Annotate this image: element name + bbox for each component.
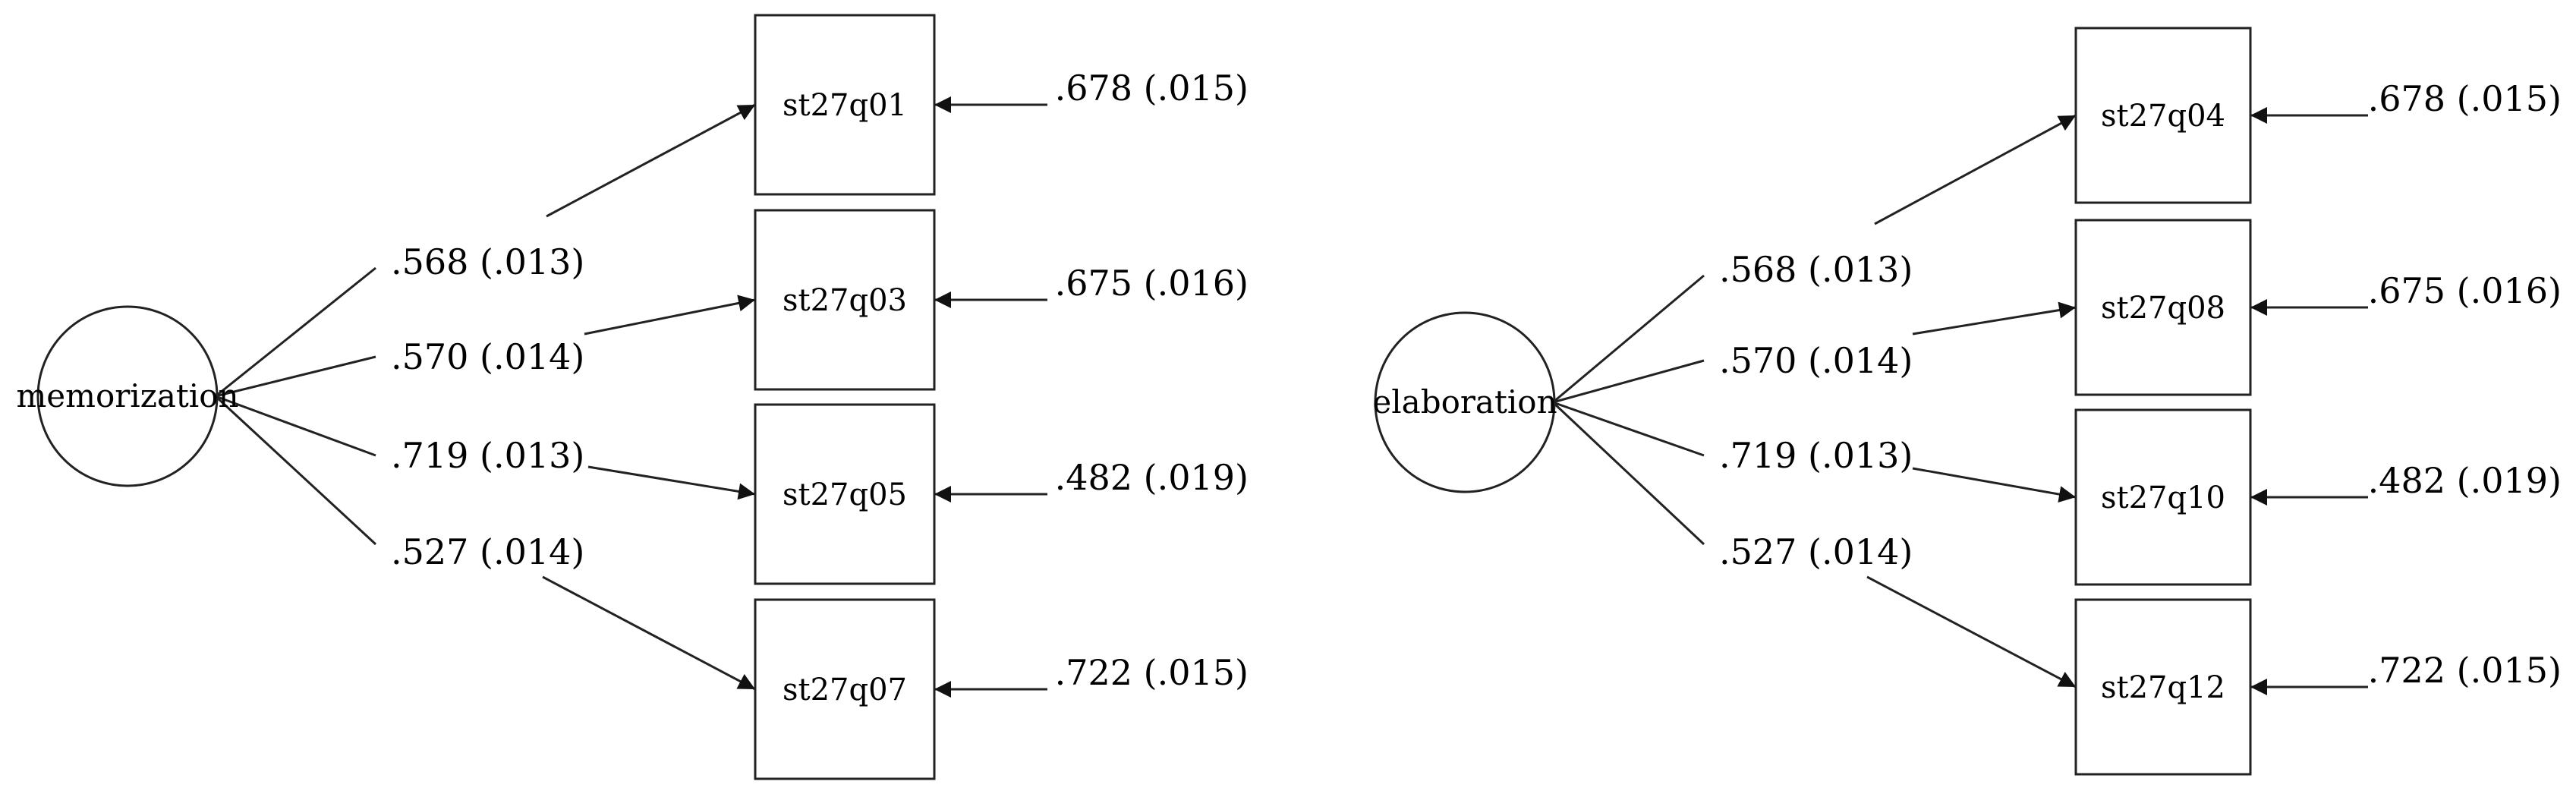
loading-label: .527 (.014)	[1719, 531, 1913, 572]
residual-label: .678 (.015)	[2368, 78, 2562, 119]
indicator-label: st27q05	[783, 477, 907, 512]
indicator-box-st27q01	[754, 14, 936, 196]
indicator-label: st27q08	[2101, 291, 2225, 326]
model-memorization: memorization st27q01 .568 (.013) .678 (.015…	[16, 14, 1249, 780]
residual-label: .722 (.015)	[2368, 650, 2562, 691]
residual-label: .675 (.016)	[1055, 263, 1249, 304]
loading-path-st27q05-lower	[215, 395, 376, 457]
loading-path-st27q07-lower	[214, 395, 377, 546]
loading-path-st27q01-lower	[215, 266, 376, 398]
residual-label: .482 (.019)	[2368, 460, 2562, 501]
loading-label: .570 (.014)	[391, 336, 584, 377]
latent-label: memorization	[16, 377, 238, 414]
indicator-label: st27q12	[2101, 670, 2225, 705]
loading-label: .719 (.013)	[1719, 435, 1913, 476]
residual-label: .675 (.016)	[2368, 270, 2562, 311]
loading-path-st27q10-lower	[1552, 401, 1705, 457]
indicator-box-st27q04	[2074, 27, 2252, 204]
indicator-box-st27q05	[754, 403, 936, 585]
residual-label: .722 (.015)	[1055, 652, 1249, 693]
residual-label: .678 (.015)	[1055, 68, 1249, 109]
model-elaboration: elaboration st27q04 .568 (.013) .678 (.015)…	[1372, 27, 2562, 776]
loading-label: .568 (.013)	[391, 241, 584, 282]
indicator-label: st27q10	[2101, 480, 2225, 515]
loading-path-st27q04-lower	[1552, 274, 1705, 404]
indicator-label: st27q04	[2101, 99, 2225, 134]
indicator-label: st27q03	[783, 283, 907, 318]
indicator-box-st27q07	[754, 598, 936, 780]
loading-arrow-st27q04	[1874, 114, 2077, 225]
loading-label: .527 (.014)	[391, 531, 584, 572]
indicator-box-st27q10	[2074, 408, 2252, 586]
loading-arrow-st27q12	[1866, 575, 2077, 688]
loading-label: .570 (.014)	[1719, 340, 1913, 381]
indicator-label: st27q01	[783, 88, 907, 123]
loading-path-st27q12-lower	[1551, 401, 1705, 546]
indicator-label: st27q07	[783, 673, 907, 707]
latent-node-memorization	[36, 305, 219, 487]
loading-arrow-st27q08	[1912, 301, 2077, 336]
loading-arrow-st27q05	[587, 465, 756, 500]
loading-arrow-st27q07	[542, 575, 756, 691]
loading-label: .719 (.013)	[391, 435, 584, 476]
residual-label: .482 (.019)	[1055, 457, 1249, 498]
loading-path-st27q03-lower	[215, 355, 376, 398]
loading-arrow-st27q03	[584, 295, 756, 336]
indicator-box-st27q08	[2074, 219, 2252, 396]
indicator-box-st27q12	[2074, 598, 2252, 776]
loading-arrow-st27q01	[546, 103, 756, 218]
latent-node-elaboration	[1374, 311, 1556, 493]
loading-arrow-st27q10	[1912, 467, 2077, 503]
loading-label: .568 (.013)	[1719, 249, 1913, 290]
latent-label: elaboration	[1372, 383, 1557, 421]
loading-path-st27q08-lower	[1552, 359, 1705, 404]
indicator-box-st27q03	[754, 209, 936, 391]
